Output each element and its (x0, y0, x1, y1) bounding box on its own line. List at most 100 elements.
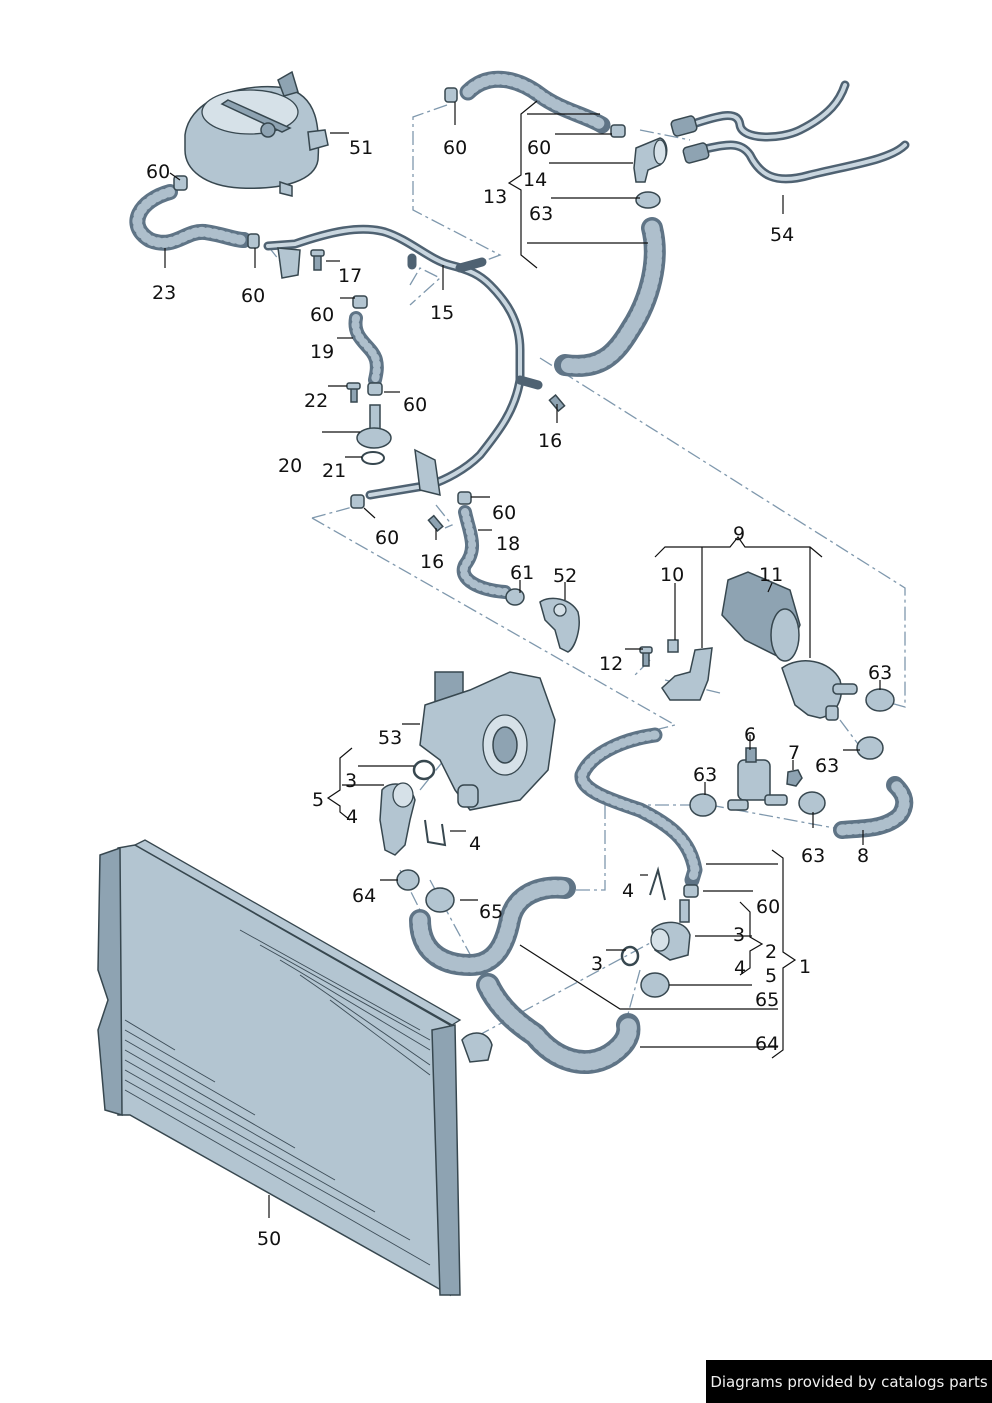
hose-64-upper[interactable] (409, 876, 576, 976)
clip-65[interactable] (425, 887, 455, 913)
label-16[interactable]: 16 (420, 551, 444, 573)
label-64[interactable]: 64 (352, 885, 376, 907)
bolt-22[interactable] (346, 382, 361, 403)
label-54[interactable]: 54 (770, 224, 794, 246)
label-50[interactable]: 50 (257, 1228, 281, 1250)
label-60[interactable]: 60 (146, 161, 170, 183)
hose-63-long[interactable] (574, 727, 703, 888)
label-53[interactable]: 53 (378, 727, 402, 749)
seal-ring-21[interactable] (361, 451, 385, 465)
clip-63[interactable] (798, 791, 826, 815)
clip-nut-10[interactable] (667, 639, 679, 653)
expansion-tank-51[interactable] (184, 70, 329, 197)
label-63[interactable]: 63 (868, 662, 892, 684)
label-60[interactable]: 60 (241, 285, 265, 307)
clip-60[interactable] (444, 87, 458, 103)
label-23[interactable]: 23 (152, 282, 176, 304)
label-65[interactable]: 65 (755, 989, 779, 1011)
sender-housing-52[interactable] (539, 597, 580, 653)
label-19[interactable]: 19 (310, 341, 334, 363)
clip-65[interactable] (640, 972, 670, 998)
label-2[interactable]: 2 (765, 941, 777, 963)
damping-sleeve-11[interactable] (721, 571, 801, 662)
label-20[interactable]: 20 (278, 455, 302, 477)
clip-60[interactable] (367, 382, 383, 396)
clip-63[interactable] (635, 191, 661, 209)
pump-housing-53[interactable] (419, 671, 556, 811)
label-63[interactable]: 63 (815, 755, 839, 777)
connection-piece-5[interactable] (379, 782, 416, 856)
label-10[interactable]: 10 (660, 564, 684, 586)
label-63[interactable]: 63 (801, 845, 825, 867)
hose-65-lower[interactable] (476, 973, 641, 1075)
label-4[interactable]: 4 (469, 833, 481, 855)
label-17[interactable]: 17 (338, 265, 362, 287)
hose-23[interactable] (129, 184, 252, 251)
label-4[interactable]: 4 (346, 806, 358, 828)
hose-13-upper[interactable] (459, 70, 611, 134)
bolt-16[interactable] (427, 514, 444, 532)
label-3[interactable]: 3 (591, 953, 603, 975)
connection-piece-2[interactable] (650, 899, 691, 961)
clip-60[interactable] (457, 491, 472, 505)
nut-7[interactable] (786, 769, 803, 787)
bolt-17[interactable] (310, 249, 325, 271)
clip-60[interactable] (247, 233, 260, 249)
label-60[interactable]: 60 (527, 137, 551, 159)
heater-pipes-54[interactable] (670, 80, 910, 184)
label-4[interactable]: 4 (734, 957, 746, 979)
flange-20[interactable] (356, 404, 392, 449)
label-14[interactable]: 14 (523, 169, 547, 191)
label-60[interactable]: 60 (756, 896, 780, 918)
label-51[interactable]: 51 (349, 137, 373, 159)
hose-8[interactable] (833, 776, 914, 839)
valve-6[interactable] (727, 747, 788, 811)
o-ring-3[interactable] (620, 945, 640, 967)
label-4[interactable]: 4 (622, 880, 634, 902)
clip-4[interactable] (424, 819, 447, 847)
label-3[interactable]: 3 (345, 770, 357, 792)
hose-19[interactable] (348, 311, 384, 387)
clip-60[interactable] (610, 124, 626, 138)
radiator-50[interactable] (97, 839, 493, 1297)
auxiliary-pump-9[interactable] (781, 660, 858, 721)
hose-13-lower[interactable] (554, 217, 666, 377)
label-65[interactable]: 65 (479, 901, 503, 923)
hose-18[interactable] (456, 505, 512, 599)
clip-60[interactable] (352, 295, 368, 309)
label-15[interactable]: 15 (430, 302, 454, 324)
label-7[interactable]: 7 (788, 742, 800, 764)
label-63[interactable]: 63 (693, 764, 717, 786)
label-11[interactable]: 11 (759, 564, 783, 586)
label-60[interactable]: 60 (443, 137, 467, 159)
coolant-pipe-15[interactable] (263, 224, 543, 500)
label-21[interactable]: 21 (322, 460, 346, 482)
label-6[interactable]: 6 (744, 724, 756, 746)
label-60[interactable]: 60 (375, 527, 399, 549)
label-60[interactable]: 60 (310, 304, 334, 326)
connector-14[interactable] (633, 137, 668, 183)
clip-61[interactable] (505, 588, 525, 606)
clip-4[interactable] (649, 866, 666, 901)
label-9[interactable]: 9 (733, 523, 745, 545)
label-52[interactable]: 52 (553, 565, 577, 587)
label-8[interactable]: 8 (857, 845, 869, 867)
bracket[interactable] (661, 647, 713, 701)
clip-60[interactable] (173, 175, 188, 191)
label-1[interactable]: 1 (799, 956, 811, 978)
label-22[interactable]: 22 (304, 390, 328, 412)
label-18[interactable]: 18 (496, 533, 520, 555)
label-60[interactable]: 60 (492, 502, 516, 524)
o-ring-3[interactable] (412, 759, 436, 781)
label-5[interactable]: 5 (312, 789, 324, 811)
label-60[interactable]: 60 (403, 394, 427, 416)
clip-63[interactable] (856, 736, 884, 760)
label-5[interactable]: 5 (765, 965, 777, 987)
label-64[interactable]: 64 (755, 1033, 779, 1055)
label-16[interactable]: 16 (538, 430, 562, 452)
clip-64[interactable] (396, 869, 420, 891)
bolt-12[interactable] (639, 646, 653, 667)
clip-60[interactable] (683, 884, 699, 898)
label-3[interactable]: 3 (733, 924, 745, 946)
clip-60[interactable] (350, 494, 365, 509)
